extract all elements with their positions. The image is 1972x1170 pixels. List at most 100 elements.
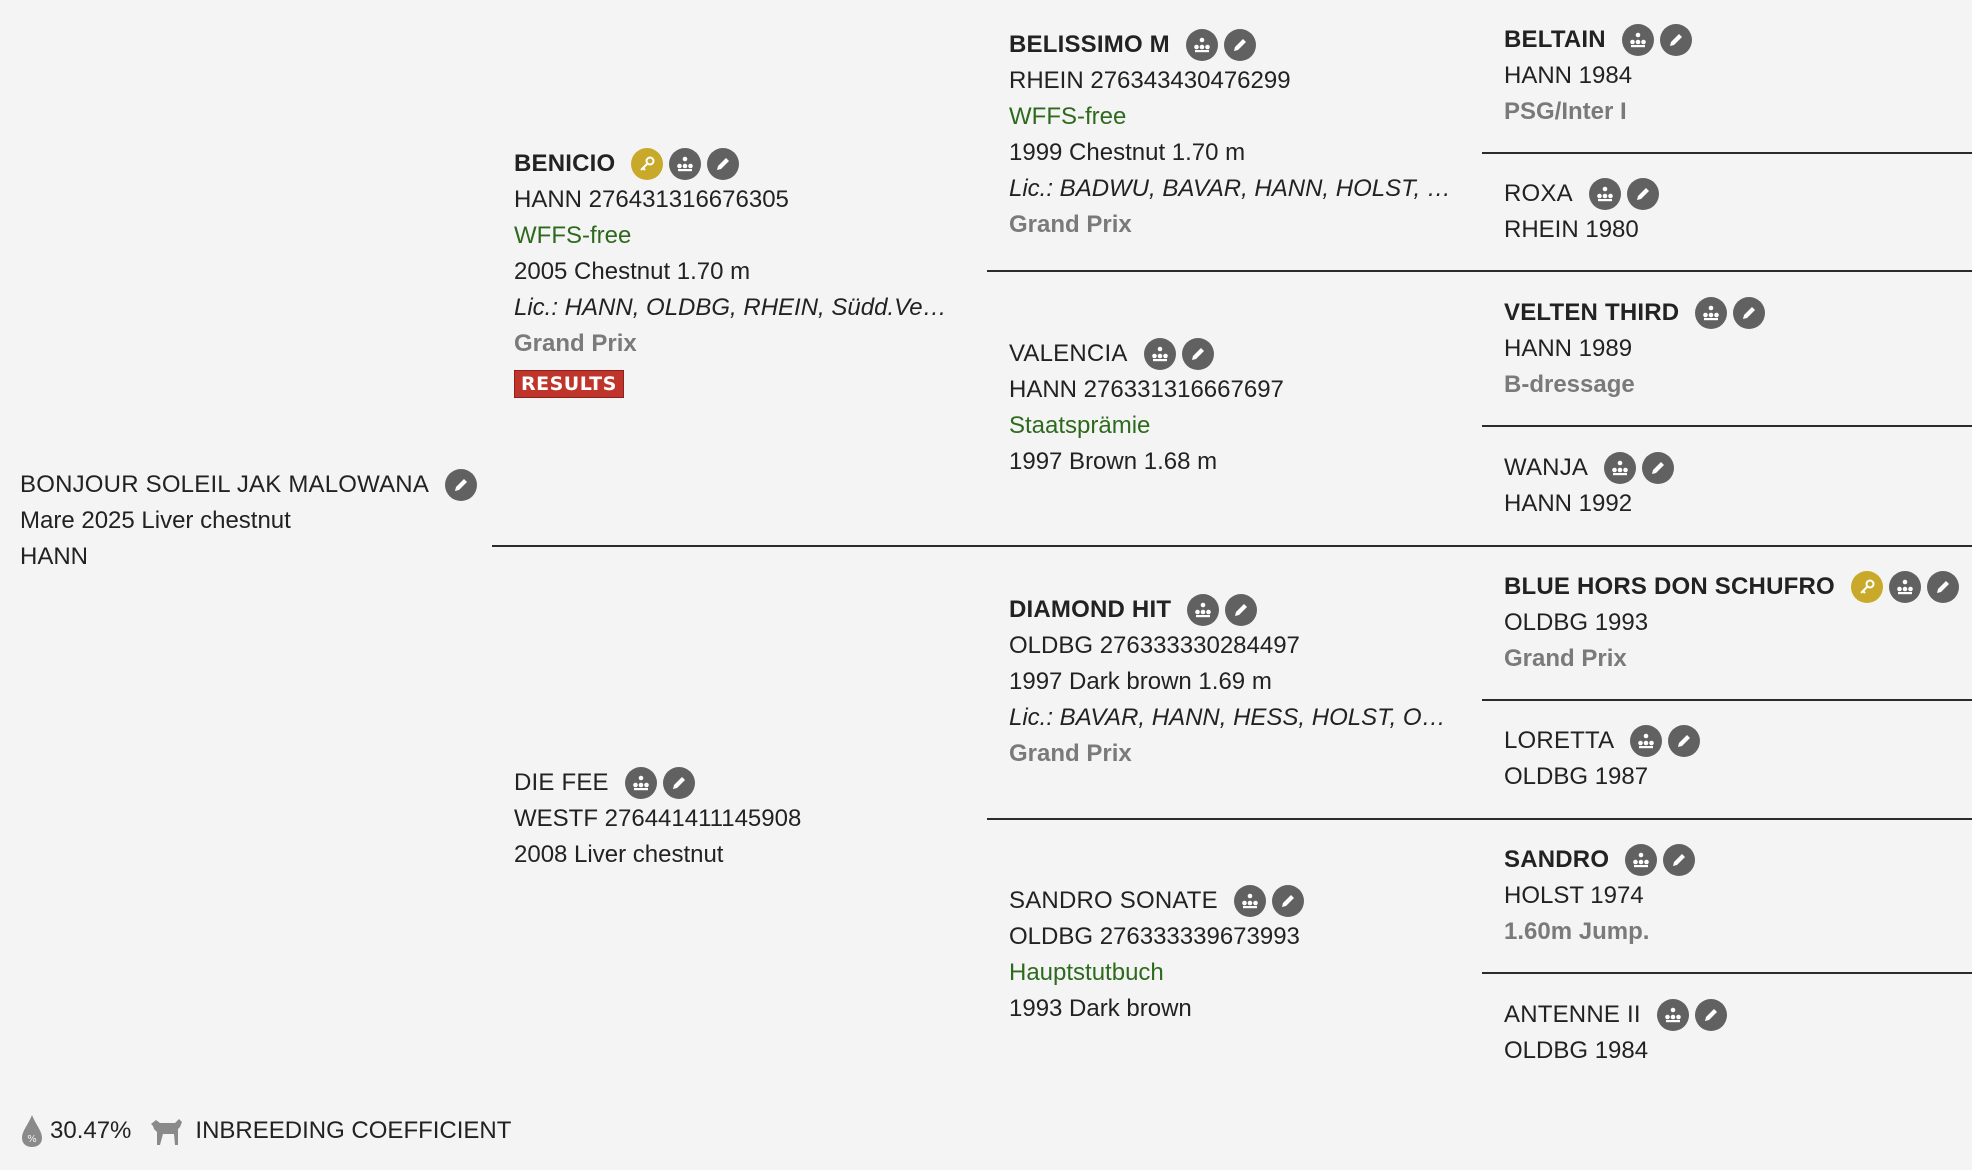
dd-sire-card: SANDRO HOLST 1974 1.60m Jump. (1504, 842, 1701, 950)
divider-gen3-1 (1482, 152, 1972, 154)
ss-dam-card: ROXA RHEIN 1980 (1504, 176, 1665, 248)
ssd-line: RHEIN 1980 (1504, 216, 1639, 243)
pencil-edit-icon[interactable] (1271, 885, 1304, 917)
sd-details: 1997 Brown 1.68 m (1009, 448, 1218, 475)
pedigree-tree-icon[interactable] (1604, 452, 1637, 484)
dam-details: 2008 Liver chestnut (514, 841, 724, 868)
pencil-edit-icon[interactable] (1225, 594, 1258, 626)
ss-name[interactable]: BELISSIMO M (1009, 31, 1170, 58)
dsd-name[interactable]: LORETTA (1504, 727, 1615, 754)
divider-gen3-2 (1482, 425, 1972, 427)
key-icon[interactable] (631, 148, 664, 180)
dam-dam-card: SANDRO SONATE OLDBG 276333339673993 Haup… (1009, 883, 1310, 1027)
sds-level: B-dressage (1504, 371, 1635, 398)
svg-text:%: % (27, 1134, 37, 1145)
pencil-edit-icon[interactable] (1223, 29, 1256, 61)
pencil-edit-icon[interactable] (1642, 452, 1675, 484)
pedigree-tree-icon[interactable] (1625, 844, 1658, 876)
ds-licence: Lic.: BAVAR, HANN, HESS, HOLST, OLDBG... (1009, 704, 1454, 731)
dd-dam-card: ANTENNE II OLDBG 1984 (1504, 997, 1733, 1069)
pencil-edit-icon[interactable] (1663, 844, 1696, 876)
sd-reg: HANN 276331316667697 (1009, 376, 1284, 403)
sire-sire-card: BELISSIMO M RHEIN 276343430476299 WFFS-f… (1009, 27, 1454, 243)
dss-line: OLDBG 1993 (1504, 609, 1649, 636)
sd-dam-card: WANJA HANN 1992 (1504, 450, 1680, 522)
sds-name[interactable]: VELTEN THIRD (1504, 299, 1680, 326)
pedigree-tree-icon[interactable] (1187, 594, 1220, 626)
divider-dam-branch (987, 818, 1972, 820)
sire-level: Grand Prix (514, 330, 637, 357)
dd-name[interactable]: SANDRO SONATE (1009, 887, 1218, 914)
ddd-name[interactable]: ANTENNE II (1504, 1001, 1641, 1028)
sire-details: 2005 Chestnut 1.70 m (514, 258, 751, 285)
dds-line: HOLST 1974 (1504, 882, 1644, 909)
ds-details: 1997 Dark brown 1.69 m (1009, 668, 1272, 695)
sd-status: Staatsprämie (1009, 412, 1151, 439)
pencil-edit-icon[interactable] (1626, 178, 1659, 210)
dss-name[interactable]: BLUE HORS DON SCHUFRO (1504, 573, 1835, 600)
sss-line: HANN 1984 (1504, 62, 1633, 89)
pencil-edit-icon[interactable] (1668, 725, 1701, 757)
pencil-edit-icon[interactable] (1659, 24, 1692, 56)
pencil-edit-icon[interactable] (1181, 338, 1214, 370)
pedigree-tree-icon[interactable] (1588, 178, 1621, 210)
divider-sire-branch (987, 270, 1972, 272)
pencil-edit-icon[interactable] (445, 469, 478, 501)
pedigree-tree-icon[interactable] (624, 767, 657, 799)
pencil-edit-icon[interactable] (1926, 571, 1959, 603)
pencil-edit-icon[interactable] (662, 767, 695, 799)
sire-dam-card: VALENCIA HANN 276331316667697 Staatspräm… (1009, 336, 1284, 480)
pedigree-tree-icon[interactable] (1888, 571, 1921, 603)
dds-name[interactable]: SANDRO (1504, 846, 1610, 873)
subject-horse: BONJOUR SOLEIL JAK MALOWANA Mare 2025 Li… (20, 467, 483, 575)
percent-drop-icon: % (22, 1115, 42, 1147)
divider-gen3-4 (1482, 972, 1972, 974)
ss-level: Grand Prix (1009, 211, 1132, 238)
horse-icon[interactable] (147, 1114, 185, 1148)
inbreeding-label[interactable]: INBREEDING COEFFICIENT (195, 1117, 512, 1144)
ddd-line: OLDBG 1984 (1504, 1037, 1649, 1064)
ss-sire-card: BELTAIN HANN 1984 PSG/Inter I (1504, 22, 1698, 130)
dd-status: Hauptstutbuch (1009, 959, 1164, 986)
sd-name[interactable]: VALENCIA (1009, 340, 1128, 367)
ss-licence: Lic.: BADWU, BAVAR, HANN, HOLST, OLD... (1009, 175, 1454, 202)
dam-name[interactable]: DIE FEE (514, 769, 609, 796)
ds-dam-card: LORETTA OLDBG 1987 (1504, 723, 1706, 795)
sss-name[interactable]: BELTAIN (1504, 26, 1606, 53)
pedigree-tree-icon[interactable] (1630, 725, 1663, 757)
sdd-name[interactable]: WANJA (1504, 454, 1589, 481)
dam-sire-card: DIAMOND HIT OLDBG 276333330284497 1997 D… (1009, 592, 1454, 772)
inbreeding-footer: % 30.47% INBREEDING COEFFICIENT (18, 1113, 511, 1149)
sire-licence: Lic.: HANN, OLDBG, RHEIN, Südd.Verb., ..… (514, 294, 954, 321)
sire-card: BENICIO HANN 276431316676305 WFFS-free 2… (514, 146, 954, 401)
sire-status: WFFS-free (514, 222, 632, 249)
subject-name[interactable]: BONJOUR SOLEIL JAK MALOWANA (20, 471, 430, 498)
results-button[interactable]: RESULTS (514, 370, 624, 398)
dam-card: DIE FEE WESTF 276441411145908 2008 Liver… (514, 765, 801, 873)
pedigree-tree-icon[interactable] (1656, 999, 1689, 1031)
pedigree-tree-icon[interactable] (1695, 297, 1728, 329)
ds-sire-card: BLUE HORS DON SCHUFRO OLDBG 1993 Grand P… (1504, 569, 1965, 677)
ds-name[interactable]: DIAMOND HIT (1009, 596, 1172, 623)
pedigree-tree-icon[interactable] (669, 148, 702, 180)
sdd-line: HANN 1992 (1504, 490, 1633, 517)
key-icon[interactable] (1850, 571, 1883, 603)
pencil-edit-icon[interactable] (707, 148, 740, 180)
pedigree-tree-icon[interactable] (1185, 29, 1218, 61)
dss-level: Grand Prix (1504, 645, 1627, 672)
sss-level: PSG/Inter I (1504, 98, 1627, 125)
ss-status: WFFS-free (1009, 103, 1127, 130)
pedigree-tree-icon[interactable] (1621, 24, 1654, 56)
divider-gen3-3 (1482, 699, 1972, 701)
ds-level: Grand Prix (1009, 740, 1132, 767)
ssd-name[interactable]: ROXA (1504, 180, 1573, 207)
ss-reg: RHEIN 276343430476299 (1009, 67, 1291, 94)
dsd-line: OLDBG 1987 (1504, 763, 1649, 790)
pedigree-tree-icon[interactable] (1233, 885, 1266, 917)
pencil-edit-icon[interactable] (1694, 999, 1727, 1031)
pedigree-tree-icon[interactable] (1143, 338, 1176, 370)
sire-reg: HANN 276431316676305 (514, 186, 789, 213)
sire-name[interactable]: BENICIO (514, 150, 616, 177)
pencil-edit-icon[interactable] (1733, 297, 1766, 329)
dam-reg: WESTF 276441411145908 (514, 805, 802, 832)
